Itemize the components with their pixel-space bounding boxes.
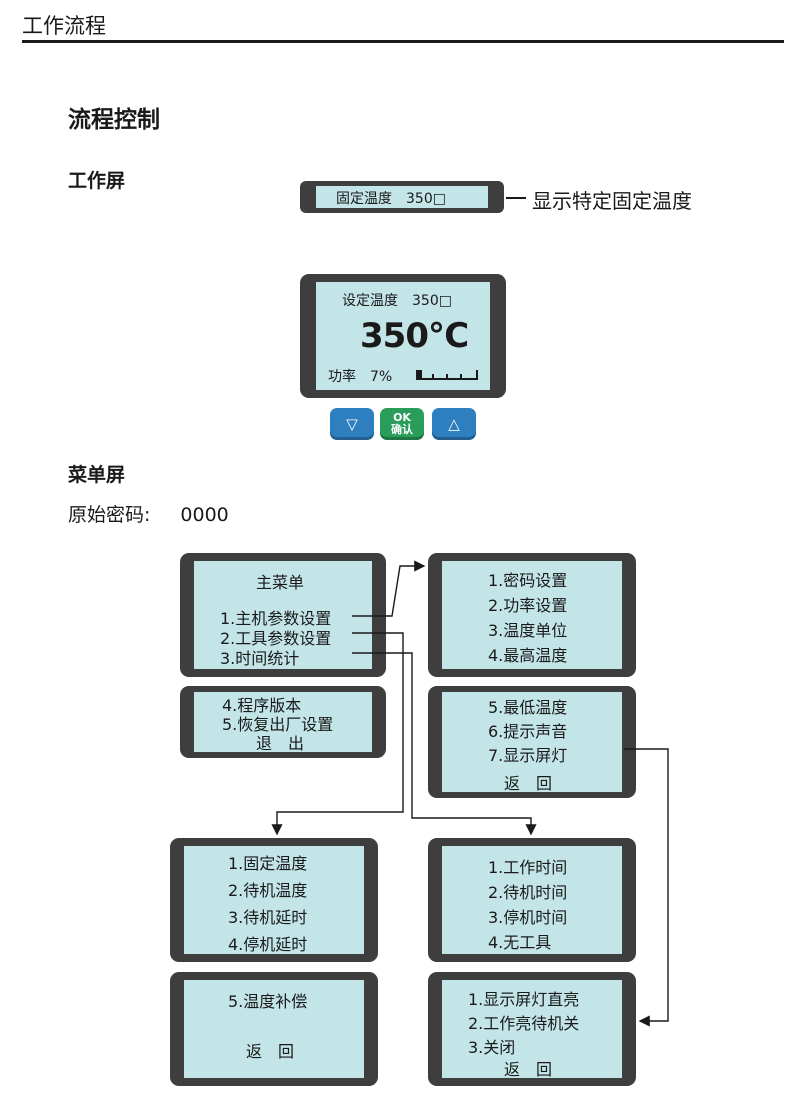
host-params-panel-2: 5.最低温度 6.提示声音 7.显示屏灯 返 回 [428,686,636,798]
power-bar-fill [418,370,422,378]
power-bar [416,370,478,380]
fixed-temp-display: 固定温度 350□ [300,181,504,213]
password-label: 原始密码: [68,504,151,526]
up-button[interactable]: △ [432,408,476,440]
host-item-beep: 6.提示声音 [488,722,568,741]
arrow-host-params [352,560,426,617]
host-params-panel: 1.密码设置 2.功率设置 3.温度单位 4.最高温度 [428,553,636,677]
fixed-temp-text: 固定温度 350□ [336,191,446,207]
section-title: 流程控制 [68,107,160,133]
down-arrow-icon: ▽ [346,415,358,433]
arrow-time-stats [352,652,537,836]
current-temp-readout: 350℃ [360,316,469,356]
set-temp-text: 设定温度 350□ [342,293,452,309]
tool-item-shutdown-delay: 4.停机延时 [228,935,308,954]
menu-item-time-stats: 3.时间统计 [220,649,300,668]
tool-params-panel: 1.固定温度 2.待机温度 3.待机延时 4.停机延时 [170,838,378,962]
tool-item-fixed-temp: 1.固定温度 [228,854,308,873]
backlight-item-work-on-standby-off: 2.工作亮待机关 [468,1014,580,1033]
default-password: 原始密码: 0000 [68,500,229,527]
host-item-power: 2.功率设置 [488,596,568,615]
menu-item-tool-params: 2.工具参数设置 [220,629,332,648]
work-screen-heading: 工作屏 [68,170,126,192]
arrow-backlight [624,748,669,1027]
main-menu-panel: 主菜单 1.主机参数设置 2.工具参数设置 3.时间统计 [180,553,386,677]
time-item-shutdown: 3.停机时间 [488,908,568,927]
backlight-item-off: 3.关闭 [468,1038,516,1057]
host-item-min-temp: 5.最低温度 [488,698,568,717]
tool-item-temp-compensation: 5.温度补偿 [228,992,308,1011]
main-menu-title: 主菜单 [256,573,305,592]
host-item-back: 返 回 [504,774,553,793]
ok-label: OK [393,411,411,424]
backlight-panel: 1.显示屏灯直亮 2.工作亮待机关 3.关闭 返 回 [428,972,636,1086]
time-item-no-tool: 4.无工具 [488,933,552,952]
power-text: 功率 7% [328,369,393,385]
main-menu-panel-2: 4.程序版本 5.恢复出厂设置 退 出 [180,686,386,758]
host-item-max-temp: 4.最高温度 [488,646,568,665]
header-divider [22,40,784,43]
callout-line [506,197,526,199]
time-item-standby: 2.待机时间 [488,883,568,902]
tool-item-standby-temp: 2.待机温度 [228,881,308,900]
host-item-password: 1.密码设置 [488,571,568,590]
time-stats-panel: 1.工作时间 2.待机时间 3.停机时间 4.无工具 [428,838,636,962]
host-item-backlight: 7.显示屏灯 [488,746,568,765]
time-item-work: 1.工作时间 [488,858,568,877]
arrow-tool-params [271,632,404,836]
host-item-temp-unit: 3.温度单位 [488,621,568,640]
tool-item-standby-delay: 3.待机延时 [228,908,308,927]
menu-item-factory-reset: 5.恢复出厂设置 [222,715,334,734]
menu-item-firmware: 4.程序版本 [222,696,302,715]
page-header-title: 工作流程 [22,14,106,38]
menu-item-exit: 退 出 [256,734,305,753]
down-button[interactable]: ▽ [330,408,374,440]
confirm-label: 确认 [391,423,413,436]
menu-screen-heading: 菜单屏 [68,464,126,486]
up-arrow-icon: △ [448,415,460,433]
fixed-temp-caption: 显示特定固定温度 [532,189,692,213]
backlight-item-back: 返 回 [504,1060,553,1079]
password-value: 0000 [180,504,229,526]
menu-item-host-params: 1.主机参数设置 [220,609,332,628]
tool-params-panel-2: 5.温度补偿 返 回 [170,972,378,1086]
backlight-item-always-on: 1.显示屏灯直亮 [468,990,580,1009]
work-display: 设定温度 350□ 350℃ 功率 7% [300,274,506,398]
tool-item-back: 返 回 [246,1042,295,1061]
